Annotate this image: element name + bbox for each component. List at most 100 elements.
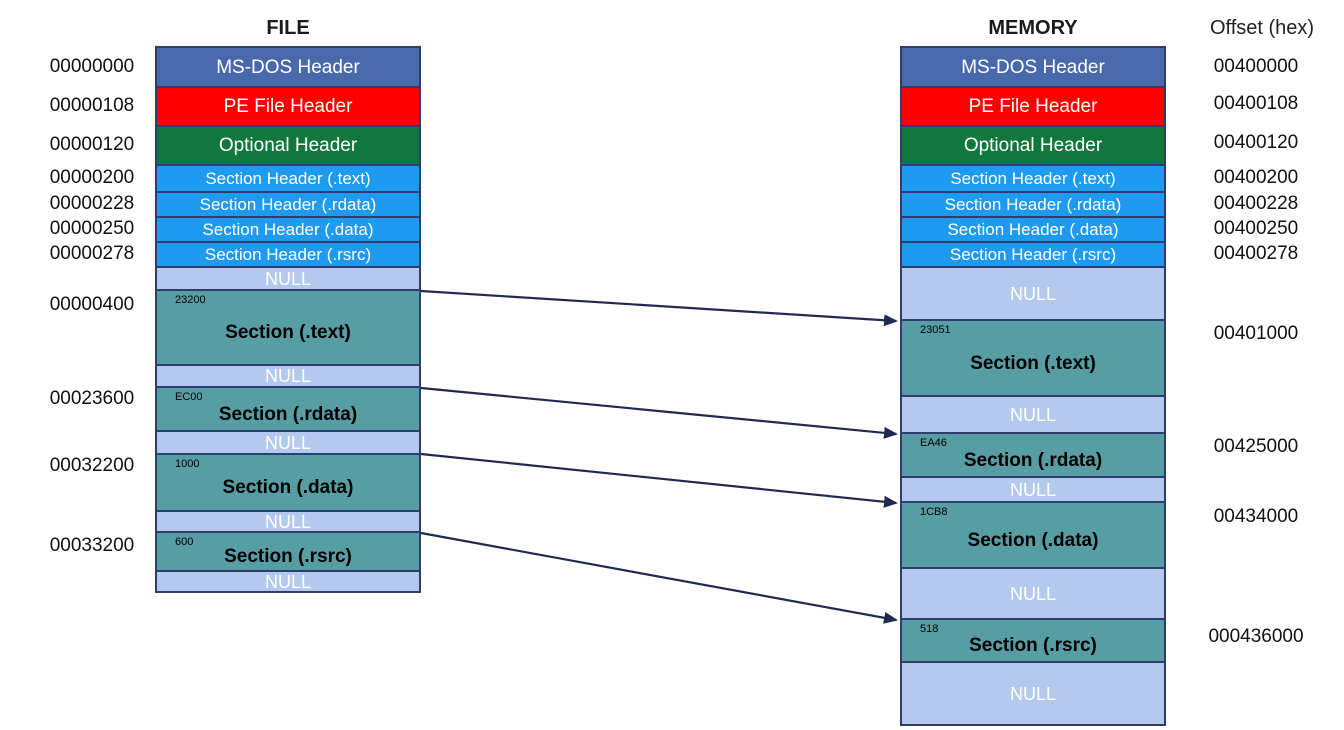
memory-offset-label: 00434000 [1213, 506, 1299, 527]
memory-block-null: NULL [902, 478, 1164, 501]
file-offset-label: 00000200 [49, 167, 135, 188]
file-block-null: NULL [157, 366, 419, 386]
file-offset-label: 00000278 [49, 243, 135, 264]
block-label: Section Header (.rdata) [199, 195, 377, 214]
block-label: Section (.text) [225, 322, 351, 343]
memory-block-null: NULL [902, 397, 1164, 432]
block-label: Section (.rdata) [218, 403, 358, 425]
arrow-section-rsrc [420, 531, 898, 624]
block-label: NULL [1009, 283, 1057, 304]
arrow-section-text [420, 289, 898, 327]
file-offset-label: 00000400 [49, 294, 135, 315]
file-column: MS-DOS Header PE File Header Optional He… [155, 46, 421, 593]
file-block-ms-dos-header: MS-DOS Header [157, 48, 419, 86]
section-size-label: 23200 [175, 294, 206, 306]
memory-offset-label: 00400200 [1213, 167, 1299, 188]
file-offset-label: 00000228 [49, 193, 135, 214]
file-block-null: NULL [157, 512, 419, 531]
block-label: PE File Header [968, 96, 1098, 117]
block-label: Section Header (.rdata) [944, 195, 1122, 214]
file-block-null: NULL [157, 572, 419, 591]
block-label: Section Header (.data) [947, 220, 1119, 239]
memory-offset-label: 00400228 [1213, 193, 1299, 214]
block-label: Section (.rsrc) [969, 635, 1097, 656]
block-label: NULL [264, 571, 312, 592]
memory-block-section-header-rsrc: Section Header (.rsrc) [902, 243, 1164, 266]
memory-offset-label: 00400250 [1213, 218, 1299, 239]
file-offset-label: 00033200 [49, 535, 135, 556]
memory-column: MS-DOS Header PE File Header Optional He… [900, 46, 1166, 726]
memory-block-section-header-text: Section Header (.text) [902, 166, 1164, 191]
block-label: NULL [264, 432, 312, 453]
section-size-label: 518 [920, 623, 939, 635]
memory-offset-label: 00401000 [1213, 323, 1299, 344]
block-label: NULL [1009, 479, 1057, 500]
memory-block-pe-file-header: PE File Header [902, 88, 1164, 125]
memory-column-title: MEMORY [988, 17, 1078, 39]
file-block-null: NULL [157, 432, 419, 453]
block-label: Section (.rsrc) [224, 546, 352, 567]
file-block-section-header-text: Section Header (.text) [157, 166, 419, 191]
block-label: PE File Header [223, 96, 353, 117]
block-label: NULL [264, 366, 312, 386]
block-label: Optional Header [963, 135, 1103, 156]
block-label: Optional Header [218, 135, 358, 156]
memory-offset-label: 00400108 [1213, 93, 1299, 114]
memory-block-ms-dos-header: MS-DOS Header [902, 48, 1164, 86]
memory-block-null: NULL [902, 663, 1164, 724]
block-label: Section (.data) [222, 477, 354, 498]
block-label: Section Header (.text) [205, 169, 371, 188]
memory-offset-label: 00400278 [1213, 243, 1299, 264]
memory-offset-label: 00400000 [1213, 56, 1299, 77]
section-size-label: 23051 [920, 324, 951, 336]
block-label: Section Header (.rsrc) [949, 245, 1117, 264]
offset-hex-title: Offset (hex) [1209, 17, 1315, 39]
block-label: NULL [1009, 583, 1057, 604]
block-label: Section Header (.text) [950, 169, 1116, 188]
file-block-pe-file-header: PE File Header [157, 88, 419, 125]
memory-block-section-header-data: Section Header (.data) [902, 218, 1164, 241]
section-size-label: 600 [175, 536, 194, 548]
section-size-label: EC00 [175, 391, 203, 403]
file-column-title: FILE [266, 17, 310, 39]
section-size-label: 1000 [175, 458, 200, 470]
file-offset-label: 00000120 [49, 134, 135, 155]
block-label: Section (.data) [967, 529, 1099, 551]
block-label: NULL [1009, 683, 1057, 704]
file-block-section-header-rsrc: Section Header (.rsrc) [157, 243, 419, 266]
block-label: MS-DOS Header [216, 56, 360, 78]
memory-block-section-header-rdata: Section Header (.rdata) [902, 193, 1164, 216]
file-offset-label: 00000108 [49, 95, 135, 116]
file-offset-label: 00023600 [49, 388, 135, 409]
file-offset-label: 00000250 [49, 218, 135, 239]
memory-block-null: NULL [902, 268, 1164, 319]
block-label: Section (.text) [970, 352, 1096, 374]
block-label: Section Header (.rsrc) [204, 245, 372, 264]
file-block-optional-header: Optional Header [157, 127, 419, 164]
arrow-section-rdata [420, 386, 898, 439]
file-block-section-header-data: Section Header (.data) [157, 218, 419, 241]
block-label: Section Header (.data) [202, 220, 374, 239]
block-label: NULL [264, 511, 312, 532]
file-block-section-header-rdata: Section Header (.rdata) [157, 193, 419, 216]
file-block-null: NULL [157, 268, 419, 289]
section-size-label: EA46 [920, 437, 947, 449]
file-offset-label: 00032200 [49, 455, 135, 476]
arrow-section-data [420, 452, 898, 508]
memory-block-optional-header: Optional Header [902, 127, 1164, 164]
memory-offset-label: 00400120 [1213, 132, 1299, 153]
section-size-label: 1CB8 [920, 506, 948, 518]
memory-block-null: NULL [902, 569, 1164, 618]
memory-offset-label: 00425000 [1213, 436, 1299, 457]
block-label: NULL [1009, 404, 1057, 425]
block-label: NULL [264, 268, 312, 289]
